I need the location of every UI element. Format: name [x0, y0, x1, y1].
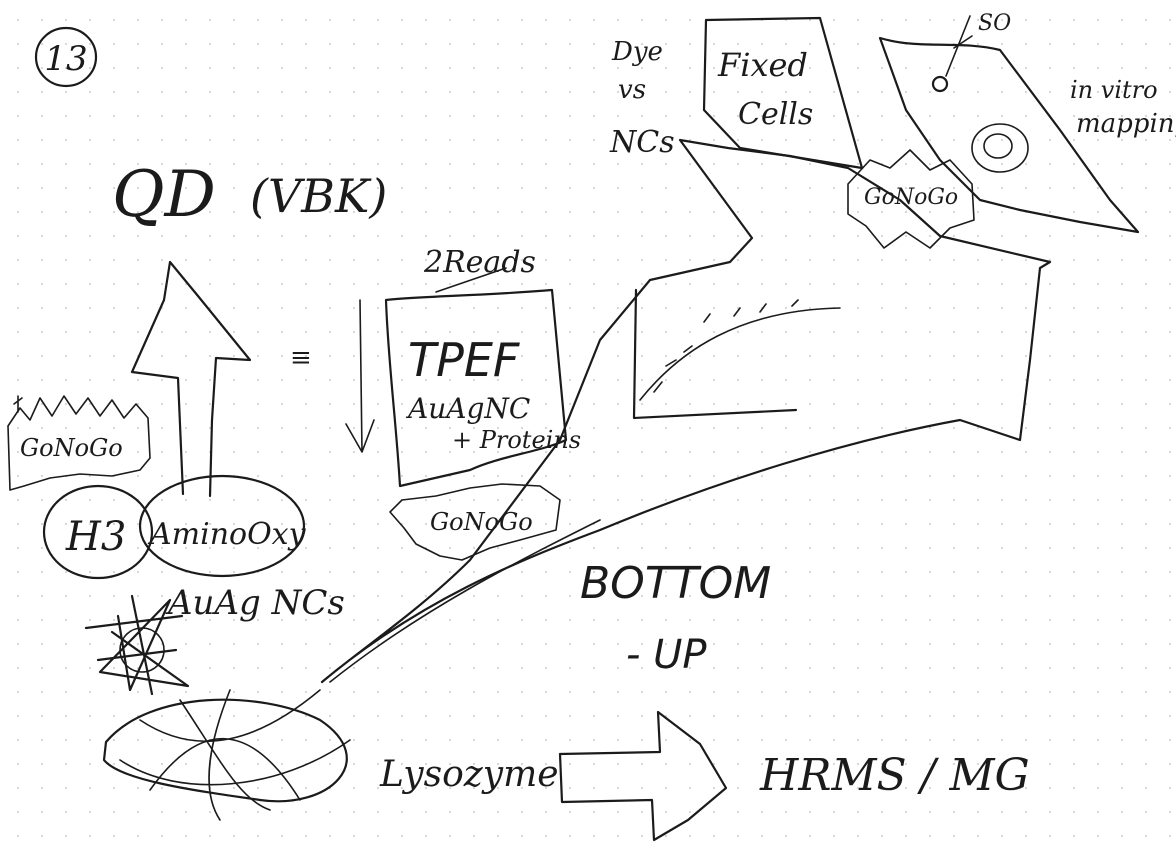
fixed-text: Fixed [717, 46, 808, 84]
right-gonogo-text: GoNoGo [864, 185, 958, 210]
vs-text: vs [618, 75, 646, 105]
center-gonogo-text: GoNoGo [430, 508, 533, 536]
diagonal-inner-line [329, 519, 601, 683]
center-gonogo-burst: GoNoGo [389, 483, 561, 561]
right-arrow [558, 710, 728, 842]
page-number-text: 13 [44, 39, 87, 79]
aminooxy-text: AminoOxy [147, 517, 307, 552]
cell-shape: SO [878, 11, 1140, 234]
tpef-line1: AuAgNC [405, 392, 530, 425]
qd-text: QD [112, 158, 216, 232]
dye-text: Dye [611, 37, 663, 67]
tpef-box: 2Reads TPEF AuAgNC + Proteins [384, 245, 581, 488]
hrms-text: HRMS / MG [759, 750, 1030, 801]
h3-circle: H3 [42, 484, 154, 580]
in-vitro-text: in vitro [1070, 76, 1158, 104]
down-arrow [345, 299, 375, 453]
tpef-line2: + Proteins [452, 426, 581, 454]
vbk-text: (VBK) [250, 169, 387, 223]
tpef-title: TPEF [408, 333, 520, 387]
aminooxy-circle: AminoOxy [138, 474, 307, 578]
ncs-text: NCs [609, 125, 675, 160]
left-gonogo-text: GoNoGo [20, 434, 123, 462]
cells-text: Cells [738, 97, 813, 132]
mini-graph [632, 288, 841, 420]
fixed-cells-box: Fixed Cells [702, 16, 864, 170]
h3-text: H3 [65, 514, 126, 560]
mapping-text: mapping [1076, 109, 1176, 139]
bottom-text: BOTTOM [580, 558, 771, 609]
left-gonogo-burst: GoNoGo [7, 395, 151, 491]
qd-label: QD (VBK) [112, 158, 387, 232]
up-arrow [130, 260, 252, 498]
auag-ncs-text: AuAg NCs [165, 583, 345, 623]
top-label-underline [435, 267, 507, 293]
star-scribble [84, 594, 190, 696]
small-mark: ≡ [290, 343, 312, 373]
lysozyme-scribble [102, 689, 351, 821]
lysozyme-text: Lysozyme [379, 754, 559, 795]
right-gonogo-burst: GoNoGo [847, 149, 975, 249]
so-text: SO [978, 11, 1011, 36]
up-text: - UP [626, 632, 707, 678]
page-number: 13 [34, 26, 98, 88]
tpef-top-label: 2Reads [423, 245, 536, 280]
